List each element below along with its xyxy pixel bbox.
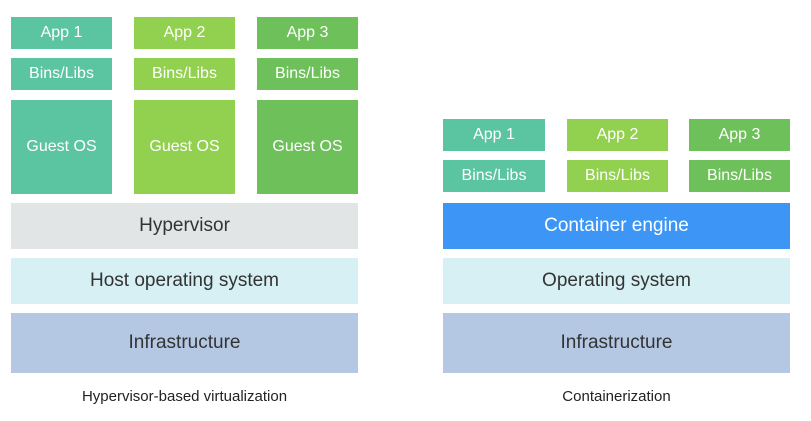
vm-app-2: App 2 <box>134 17 235 49</box>
hypervisor-layer: Hypervisor <box>11 203 358 249</box>
vm-app-1: App 1 <box>11 17 112 49</box>
vm-guest-os-3: Guest OS <box>257 100 358 194</box>
container-infrastructure-layer: Infrastructure <box>443 313 790 373</box>
vm-infrastructure-layer: Infrastructure <box>11 313 358 373</box>
vm-app-3: App 3 <box>257 17 358 49</box>
vm-caption: Hypervisor-based virtualization <box>81 388 288 405</box>
container-app-3: App 3 <box>689 119 790 151</box>
vm-guest-os-1: Guest OS <box>11 100 112 194</box>
operating-system-layer: Operating system <box>443 258 790 304</box>
container-engine-layer: Container engine <box>443 203 790 249</box>
container-caption: Containerization <box>562 388 671 405</box>
container-bins-libs-1: Bins/Libs <box>443 160 545 192</box>
container-app-2: App 2 <box>567 119 668 151</box>
vm-bins-libs-2: Bins/Libs <box>134 58 235 90</box>
vm-bins-libs-3: Bins/Libs <box>257 58 358 90</box>
container-app-1: App 1 <box>443 119 545 151</box>
container-bins-libs-3: Bins/Libs <box>689 160 790 192</box>
host-os-layer: Host operating system <box>11 258 358 304</box>
vm-bins-libs-1: Bins/Libs <box>11 58 112 90</box>
vm-guest-os-2: Guest OS <box>134 100 235 194</box>
container-bins-libs-2: Bins/Libs <box>567 160 668 192</box>
